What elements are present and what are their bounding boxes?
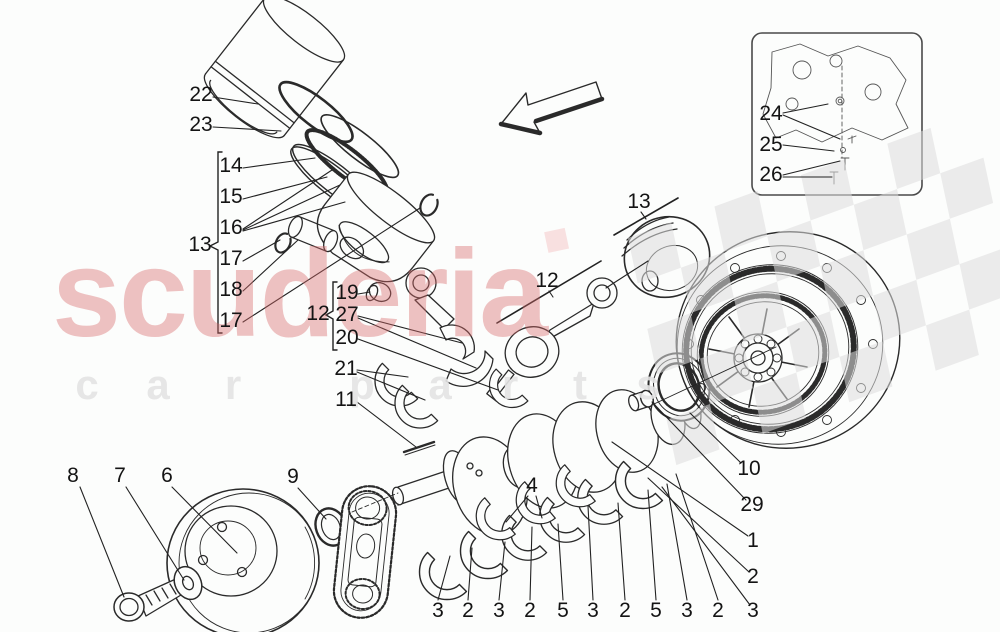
plug-art xyxy=(628,389,654,412)
part-number-label-21: 21 xyxy=(334,357,358,380)
part-number-label-13: 13 xyxy=(627,190,651,213)
direction-arrow xyxy=(498,81,605,136)
part-number-label-5: 5 xyxy=(650,599,662,622)
leader-lines xyxy=(79,96,841,606)
part-number-label-7: 7 xyxy=(114,464,126,487)
circlip-left-art xyxy=(274,232,292,254)
o-ring-art xyxy=(278,80,354,144)
bracket-12-center xyxy=(496,260,602,324)
front-seal-art xyxy=(314,507,348,547)
bolt-art xyxy=(113,577,187,622)
circlip-right-art xyxy=(419,193,439,217)
part-number-label-12: 12 xyxy=(306,302,330,325)
part-number-label-17: 17 xyxy=(219,309,243,332)
bracket-13-center xyxy=(613,197,679,236)
bracket-12 xyxy=(324,281,338,351)
part-number-label-2: 2 xyxy=(619,599,631,622)
part-number-label-2: 2 xyxy=(524,599,536,622)
part-number-label-29: 29 xyxy=(740,493,764,516)
timing-chain-art xyxy=(332,485,398,619)
part-number-label-12: 12 xyxy=(535,269,559,292)
part-number-label-8: 8 xyxy=(67,464,79,487)
part-number-label-3: 3 xyxy=(681,599,693,622)
connecting-rod-left-art xyxy=(365,267,515,402)
part-number-label-9: 9 xyxy=(287,465,299,488)
part-number-label-13: 13 xyxy=(188,233,212,256)
part-number-label-16: 16 xyxy=(219,216,243,239)
part-number-label-3: 3 xyxy=(493,599,505,622)
part-number-label-5: 5 xyxy=(557,599,569,622)
part-number-label-3: 3 xyxy=(747,599,759,622)
part-number-label-17: 17 xyxy=(219,247,243,270)
part-number-label-19: 19 xyxy=(335,281,359,304)
part-number-label-2: 2 xyxy=(747,565,759,588)
checkered-flag-watermark xyxy=(544,127,1000,466)
pulley-art xyxy=(166,488,320,632)
part-number-label-2: 2 xyxy=(712,599,724,622)
connecting-rod-center-art xyxy=(504,277,618,378)
key-art xyxy=(402,440,436,456)
part-number-label-11: 11 xyxy=(335,388,357,411)
part-number-label-27: 27 xyxy=(335,303,359,326)
gudgeon-pin-art xyxy=(287,215,339,253)
part-number-label-15: 15 xyxy=(219,185,243,208)
part-number-label-6: 6 xyxy=(161,464,173,487)
part-number-label-10: 10 xyxy=(737,457,761,480)
bracket-13 xyxy=(208,151,223,334)
part-number-label-22: 22 xyxy=(189,83,213,106)
part-number-label-3: 3 xyxy=(587,599,599,622)
part-number-label-25: 25 xyxy=(759,133,783,156)
part-number-label-14: 14 xyxy=(219,154,243,177)
part-number-label-20: 20 xyxy=(335,326,359,349)
part-number-label-3: 3 xyxy=(432,599,444,622)
part-number-label-23: 23 xyxy=(189,113,213,136)
part-number-label-18: 18 xyxy=(219,278,243,301)
part-number-label-2: 2 xyxy=(462,599,474,622)
part-number-label-24: 24 xyxy=(759,102,783,125)
part-number-label-4: 4 xyxy=(526,474,538,497)
part-number-label-26: 26 xyxy=(759,163,783,186)
part-number-label-1: 1 xyxy=(747,529,759,552)
cylinder-liner-art xyxy=(203,0,346,139)
